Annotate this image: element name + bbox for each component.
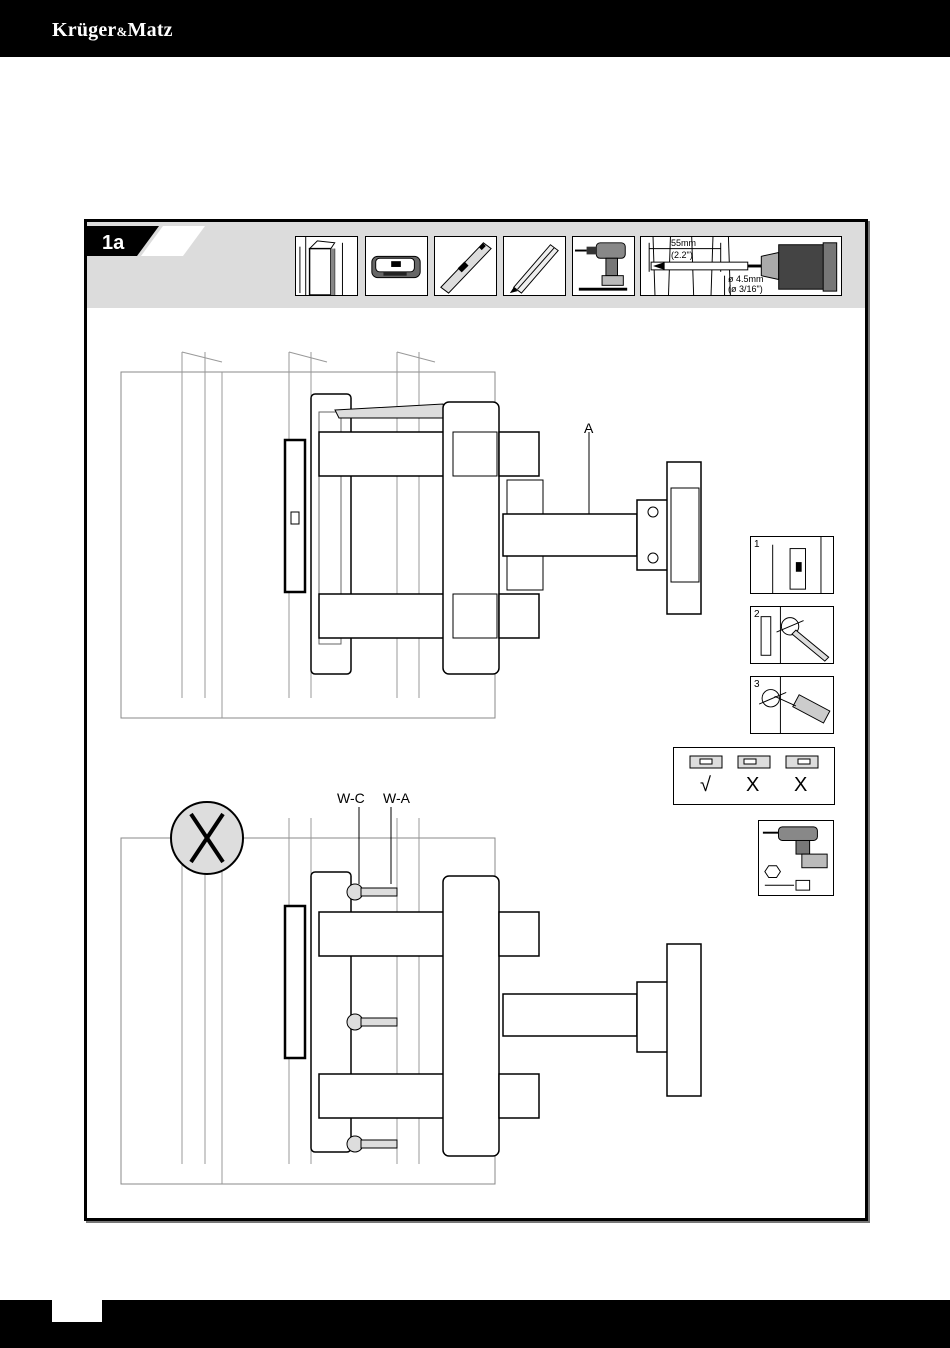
brand-logo: Krüger&Matz bbox=[52, 19, 173, 42]
top-bar: Krüger&Matz bbox=[0, 0, 950, 57]
level-check-box: √ X X bbox=[673, 747, 835, 805]
callout-arm: A bbox=[584, 420, 593, 436]
step-1-number: 1 bbox=[754, 539, 760, 550]
inset-step-1: 1 bbox=[750, 536, 834, 594]
instruction-frame: 1a 55mm (2.2") ø 4.5mm (ø 3/16") bbox=[84, 219, 868, 1221]
callout-washer: W-C bbox=[337, 790, 365, 806]
callout-screw: W-A bbox=[383, 790, 410, 806]
inset-step-3: 3 bbox=[750, 676, 834, 734]
level-ok-mark: √ bbox=[700, 774, 711, 797]
step-3-number: 3 bbox=[754, 679, 760, 690]
inset-step-2: 2 bbox=[750, 606, 834, 664]
level-bad-mark-2: X bbox=[794, 774, 807, 797]
bottom-bar bbox=[0, 1300, 950, 1348]
inset-drill-screw bbox=[758, 820, 834, 896]
page-number-tab bbox=[52, 1300, 102, 1322]
step-2-number: 2 bbox=[754, 609, 760, 620]
mounting-diagram bbox=[87, 222, 865, 1218]
level-bad-mark-1: X bbox=[746, 774, 759, 797]
